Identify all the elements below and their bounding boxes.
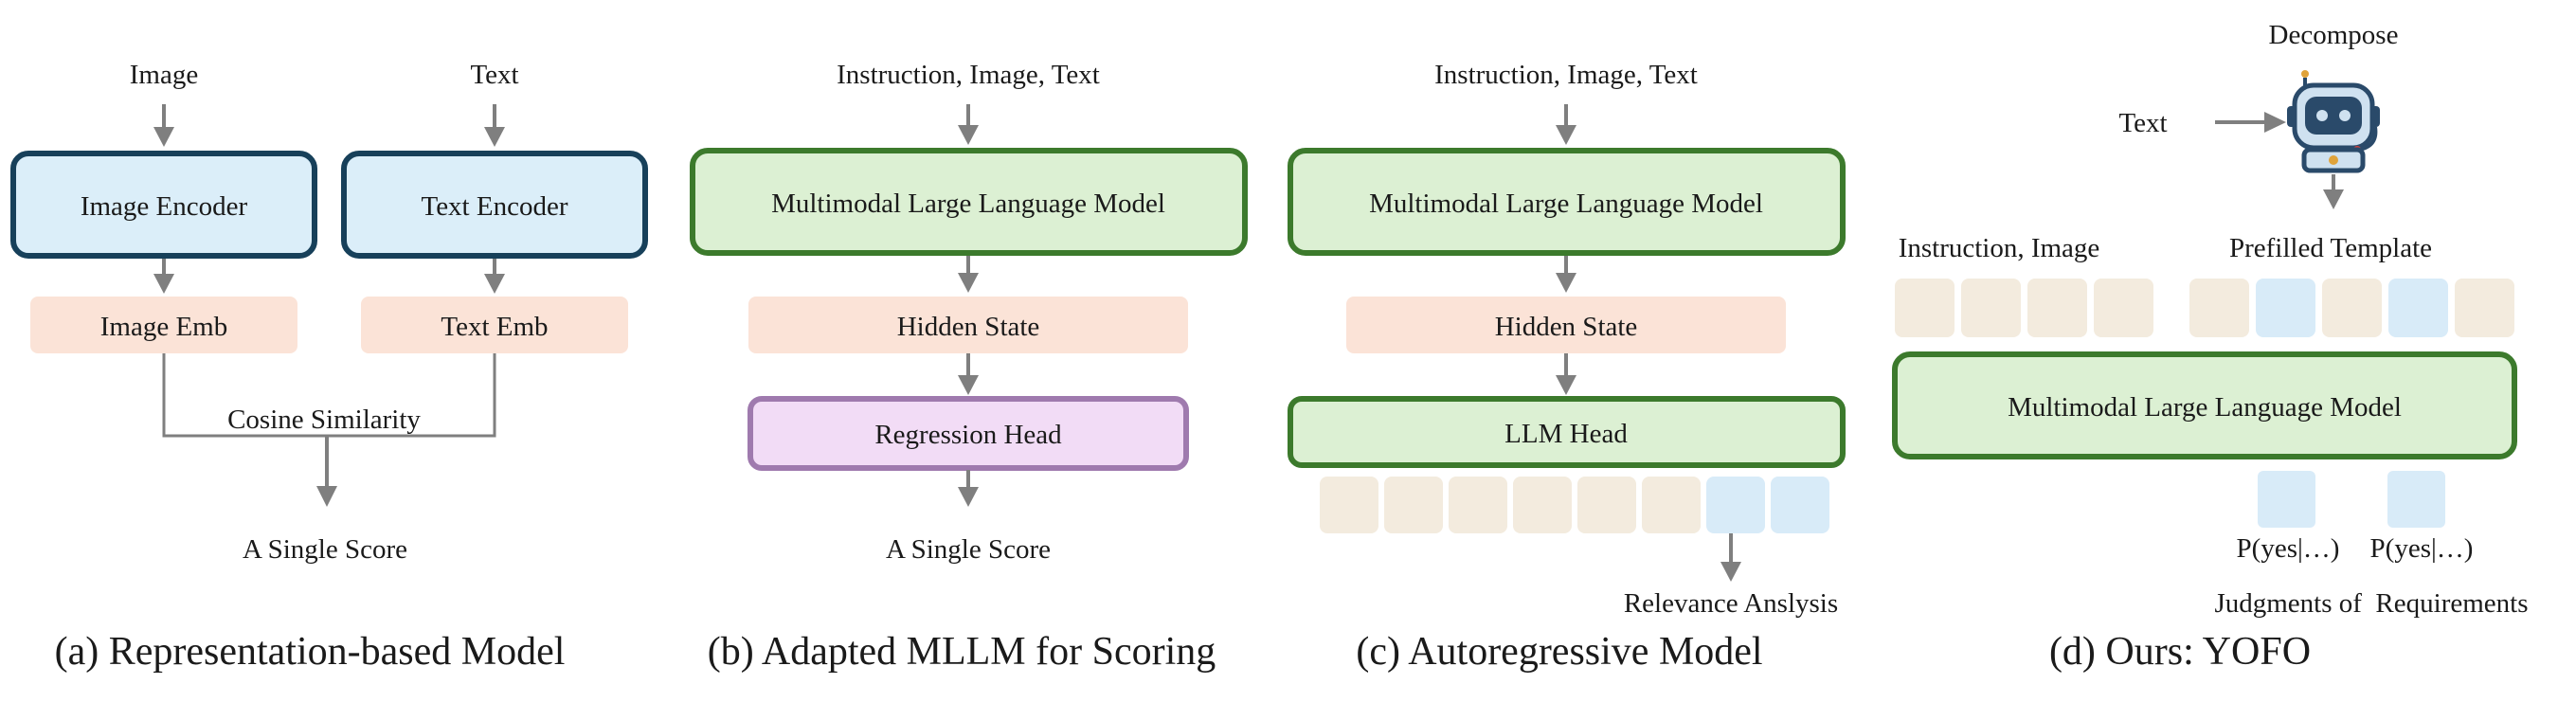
panel-c: Instruction, Image, Text Multimodal Larg…	[1288, 60, 1846, 674]
template-token-row	[2189, 279, 2514, 337]
panel-d: Decompose Text Instruction, Image Pre	[1892, 20, 2529, 674]
output-label: A Single Score	[243, 534, 407, 565]
llm-head-label: LLM Head	[1504, 419, 1628, 449]
token-blue	[1706, 477, 1765, 533]
token-beige	[2094, 279, 2153, 337]
panel-d-caption: (d) Ours: YOFO	[2049, 630, 2311, 674]
arrow	[1556, 104, 1576, 145]
image-emb-label: Image Emb	[100, 312, 227, 342]
text-emb-label: Text Emb	[441, 312, 548, 342]
panel-a-caption: (a) Representation-based Model	[55, 630, 566, 674]
arrow	[958, 256, 979, 293]
token-beige	[1961, 279, 2021, 337]
token-blue	[2256, 279, 2315, 337]
mllm-label: Multimodal Large Language Model	[1369, 189, 1763, 219]
decompose-label: Decompose	[2269, 20, 2399, 50]
regression-head-box	[748, 396, 1189, 471]
instruction-image-label: Instruction, Image	[1899, 233, 2100, 263]
arrow	[153, 259, 174, 294]
arrow	[153, 104, 174, 147]
text-encoder-label: Text Encoder	[422, 191, 568, 222]
mllm-box	[690, 148, 1248, 256]
token-beige	[1895, 279, 1955, 337]
token-beige	[2027, 279, 2087, 337]
token-beige	[1513, 477, 1572, 533]
llm-head-box	[1288, 396, 1846, 468]
image-encoder-label: Image Encoder	[81, 191, 248, 222]
arrow	[2323, 174, 2344, 209]
token-beige	[1320, 477, 1378, 533]
text-emb-box	[361, 297, 628, 353]
similarity-connector	[162, 353, 496, 438]
text-input-label: Text	[2118, 108, 2167, 138]
output-label: A Single Score	[886, 534, 1051, 565]
panel-b-caption: (b) Adapted MLLM for Scoring	[708, 630, 1216, 674]
token-beige	[2189, 279, 2249, 337]
image-encoder-box	[10, 151, 317, 259]
panel-c-caption: (c) Autoregressive Model	[1356, 630, 1762, 674]
prefilled-template-label: Prefilled Template	[2229, 233, 2432, 263]
token-beige	[2322, 279, 2382, 337]
arrow	[1556, 256, 1576, 293]
prob-yes-label: P(yes|…)	[2370, 533, 2474, 564]
token-beige	[1384, 477, 1443, 533]
token-beige	[1449, 477, 1507, 533]
prob-yes-label: P(yes|…)	[2237, 533, 2340, 564]
hidden-state-label: Hidden State	[897, 312, 1040, 342]
arrow	[484, 104, 505, 147]
token-blue	[2388, 279, 2448, 337]
mllm-label: Multimodal Large Language Model	[2008, 392, 2402, 423]
image-emb-box	[30, 297, 297, 353]
token-beige	[1577, 477, 1636, 533]
text-encoder-box	[341, 151, 648, 259]
robot-icon	[2287, 70, 2380, 173]
mllm-label: Multimodal Large Language Model	[771, 189, 1165, 219]
arrow	[958, 470, 979, 507]
hidden-state-label: Hidden State	[1495, 312, 1638, 342]
prob-token	[2387, 471, 2445, 528]
input-text-label: Text	[470, 60, 518, 90]
arrow	[958, 104, 979, 145]
input-label: Instruction, Image, Text	[837, 60, 1100, 90]
judgments-label: Judgments of Requirements	[2214, 588, 2528, 619]
panel-b: Instruction, Image, Text Multimodal Larg…	[690, 60, 1248, 674]
prob-token	[2258, 471, 2315, 528]
arrow	[2215, 112, 2286, 133]
arrow	[1720, 533, 1741, 582]
regression-head-label: Regression Head	[874, 420, 1062, 450]
arrow	[484, 259, 505, 294]
output-token-row	[1320, 477, 1829, 533]
output-label: Relevance Anslysis	[1624, 588, 1838, 619]
input-image-label: Image	[130, 60, 198, 90]
token-beige	[2455, 279, 2514, 337]
token-blue	[1771, 477, 1829, 533]
similarity-label: Cosine Similarity	[227, 405, 421, 435]
mllm-box	[1892, 351, 2517, 459]
arrow	[316, 436, 337, 507]
hidden-state-box	[1346, 297, 1786, 353]
instruction-token-row	[1895, 279, 2153, 337]
arrow	[1556, 353, 1576, 395]
input-label: Instruction, Image, Text	[1434, 60, 1698, 90]
token-beige	[1642, 477, 1701, 533]
mllm-box	[1288, 148, 1846, 256]
hidden-state-box	[748, 297, 1188, 353]
arrow	[958, 353, 979, 395]
panel-a: Image Text Image Encoder Text Encoder Im…	[10, 60, 648, 674]
